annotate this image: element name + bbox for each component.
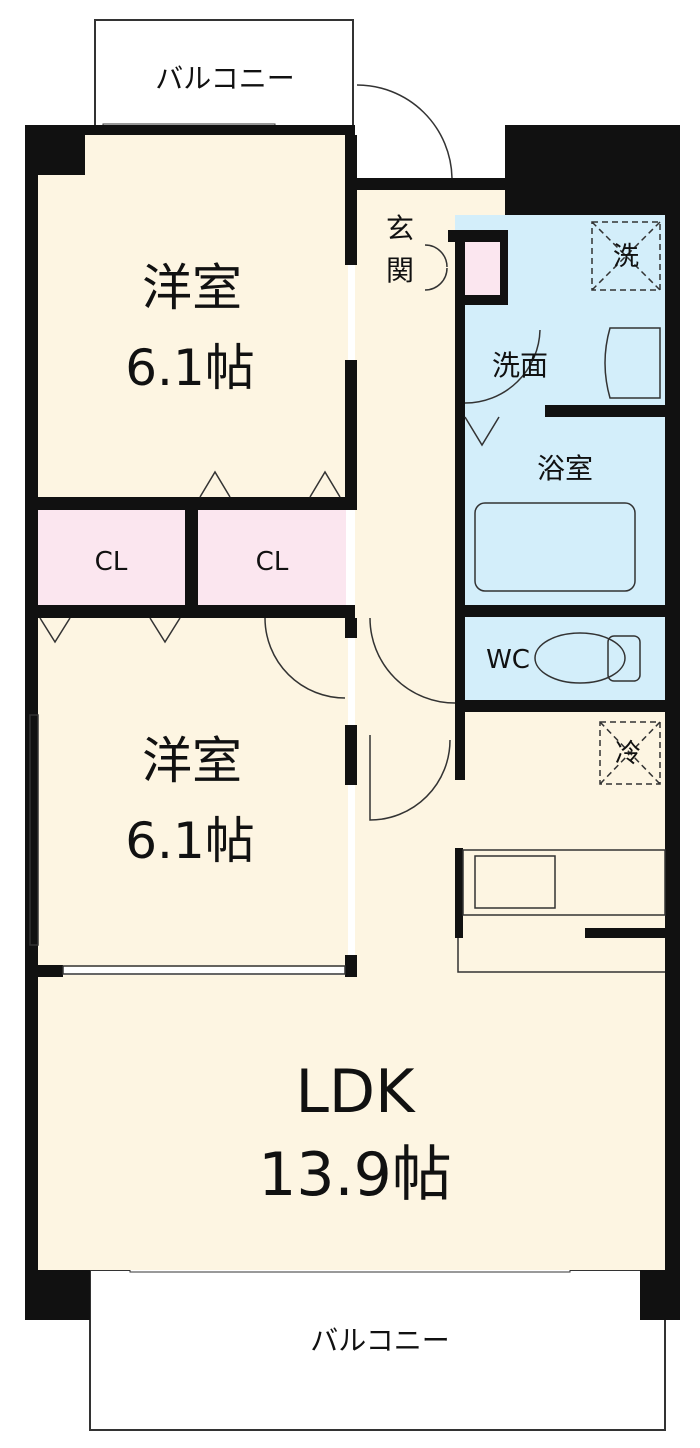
door-swings [29, 84, 541, 975]
bedroom2-size: 6.1帖 [125, 812, 255, 870]
kitchen-counter [462, 849, 666, 916]
balcony-top: バルコニー [94, 19, 354, 131]
washroom-label: 洗面 [492, 349, 548, 382]
fixtures [457, 221, 666, 973]
washer-label: 洗 [613, 242, 639, 272]
closet1-area [38, 510, 186, 607]
ldk-name: LDK [296, 1057, 417, 1127]
ldk-size: 13.9帖 [258, 1140, 452, 1210]
entrance-label-top: 玄 [386, 212, 414, 245]
walls [25, 125, 680, 1320]
bedroom2-name: 洋室 [142, 732, 242, 790]
toilet-bowl [534, 632, 626, 684]
closet2-area [198, 510, 346, 607]
ldk-area [38, 975, 667, 1270]
closet2-label: CL [256, 547, 289, 577]
closet1-label: CL [95, 547, 128, 577]
washbasin [604, 327, 661, 399]
bathtub [474, 502, 636, 592]
fridge-space [599, 721, 661, 785]
toilet-tank [607, 635, 641, 682]
entrance-label-bottom: 関 [386, 254, 414, 287]
bedroom1-area [38, 135, 348, 500]
bathroom-label: 浴室 [537, 452, 593, 485]
fridge-label: 冷 [615, 739, 641, 769]
washer-space [591, 221, 661, 291]
balcony-top-label: バルコニー [155, 62, 294, 95]
shoe-closet [465, 242, 500, 297]
bedroom1-name: 洋室 [142, 259, 242, 317]
balcony-bottom: バルコニー [89, 1263, 666, 1431]
kitchen-sink [474, 855, 556, 909]
bedroom2-area [38, 615, 348, 967]
bedroom1-size: 6.1帖 [125, 339, 255, 397]
balcony-bottom-label: バルコニー [310, 1324, 449, 1357]
toilet-label: WC [486, 645, 530, 675]
